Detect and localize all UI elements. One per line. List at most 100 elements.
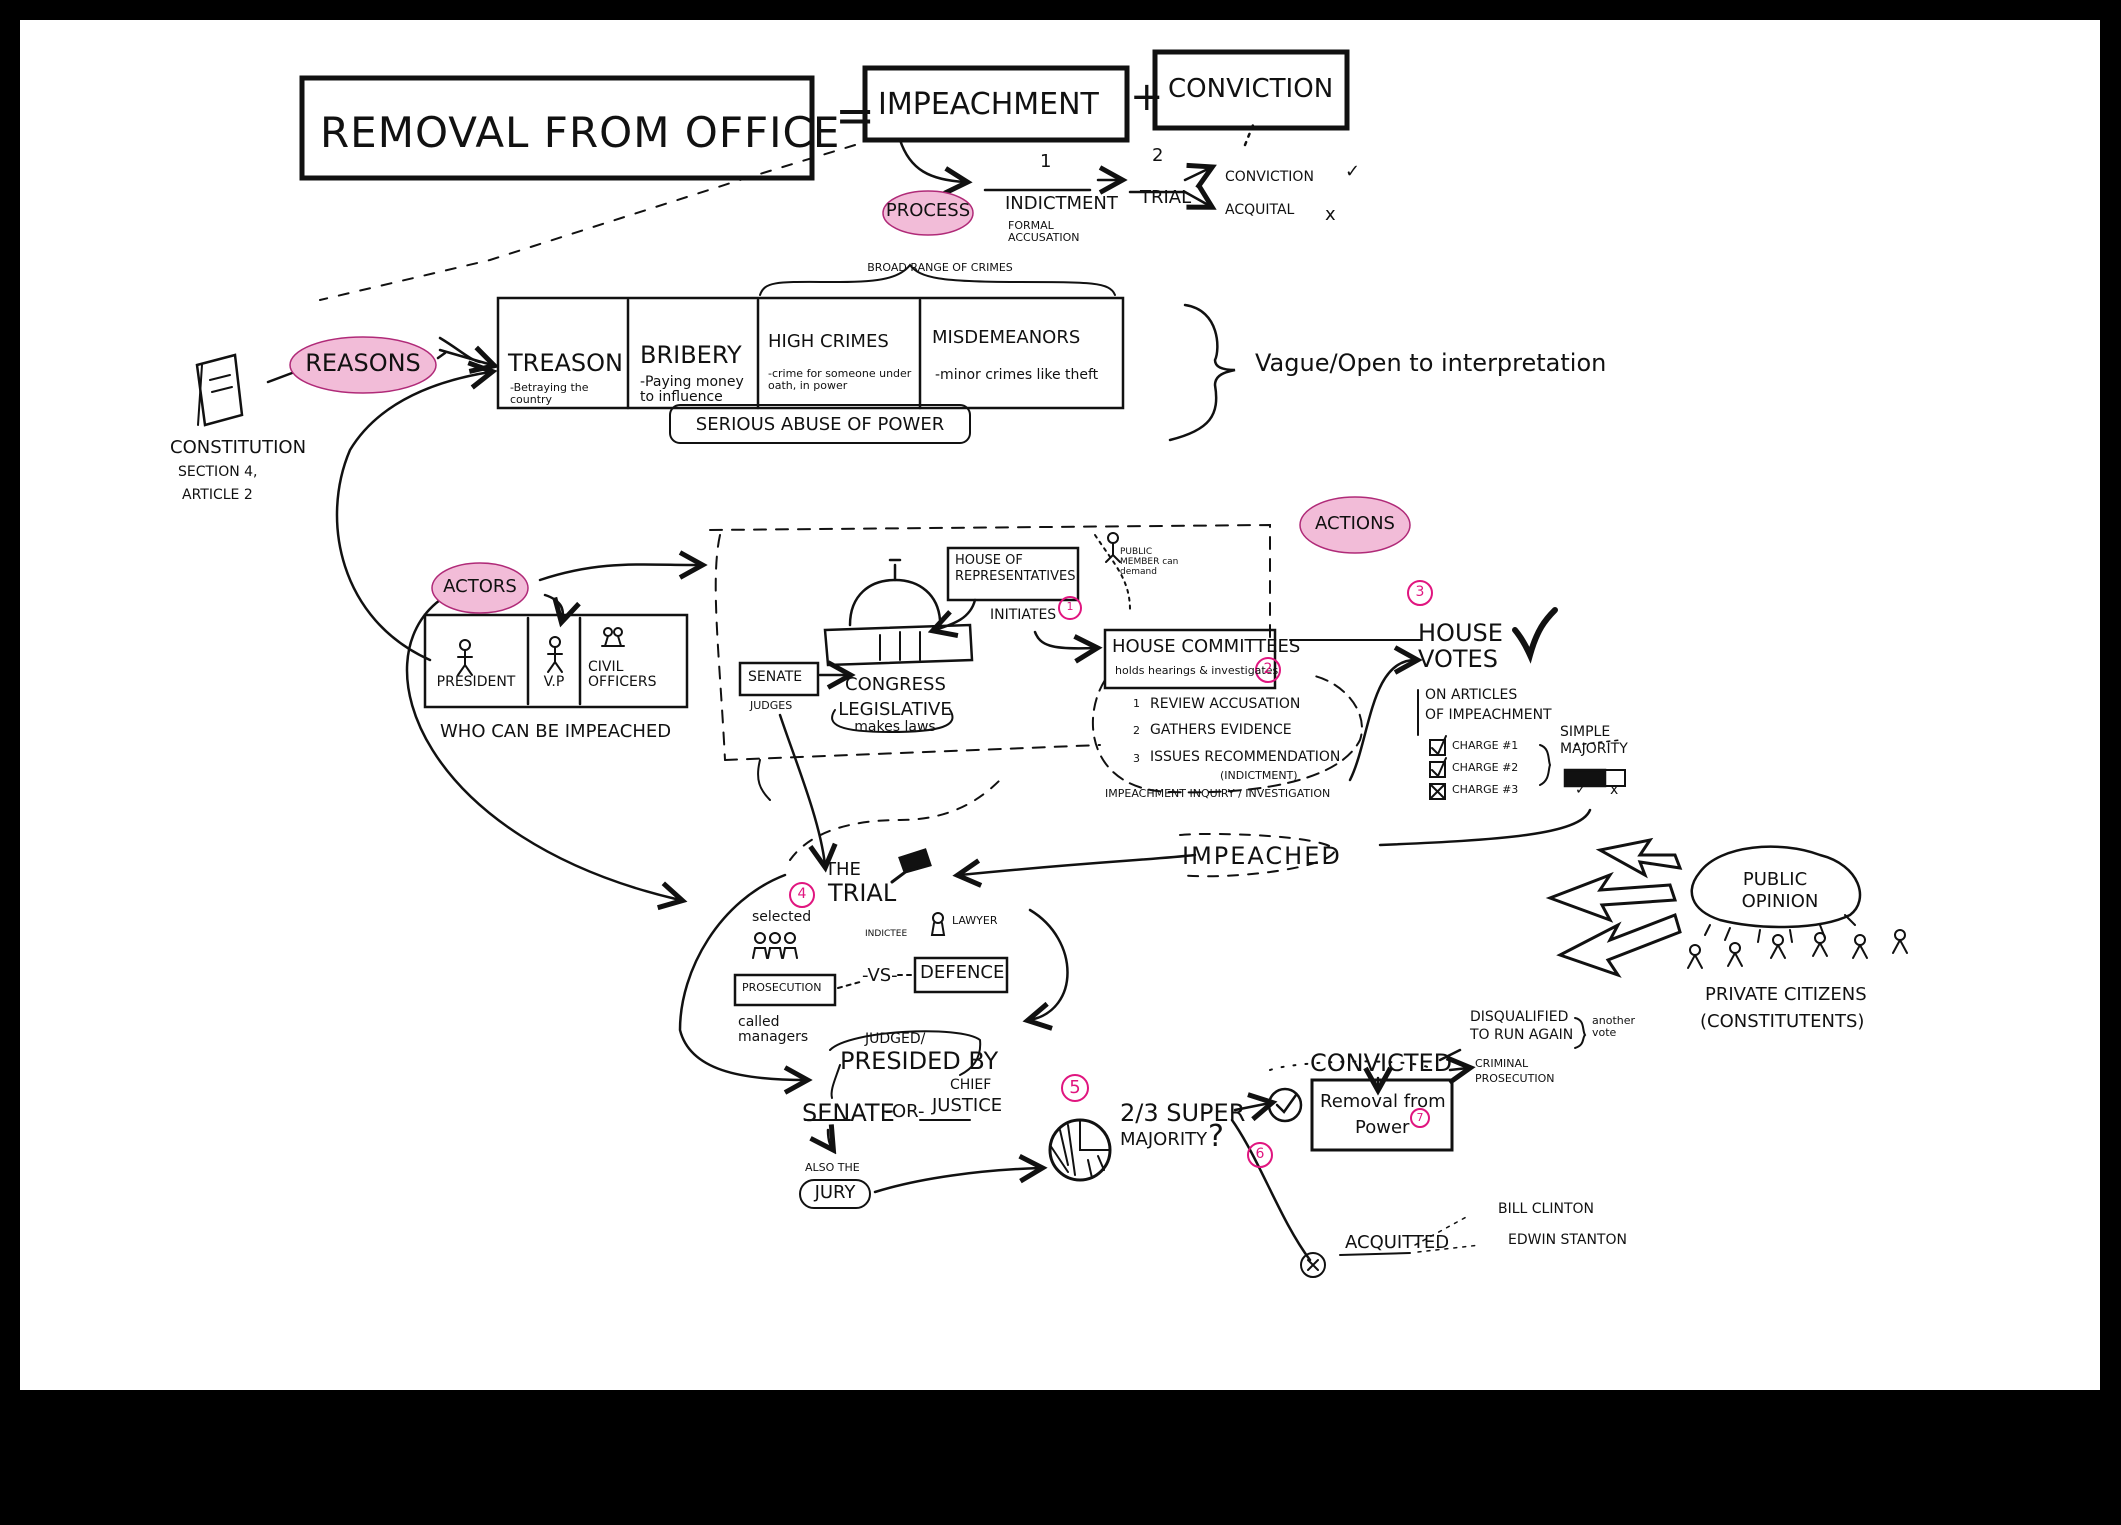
process-step1-num: 1 [1040, 151, 1052, 172]
lawyer-label: LAWYER [952, 914, 998, 927]
legislative-label: LEGISLATIVE [838, 699, 952, 720]
title-conviction: CONVICTION [1168, 74, 1334, 104]
senate-jury-label: SENATE [802, 1099, 895, 1127]
actions-num: 2 [1263, 661, 1273, 677]
super-label-1: 2/3 SUPER [1120, 1099, 1246, 1127]
justice-label: JUSTICE [932, 1095, 1003, 1116]
or-label: -OR- [885, 1101, 925, 1122]
house-box [946, 546, 1080, 602]
judged-label: JUDGED/ [865, 1031, 926, 1047]
title-removal: REMOVAL FROM OFFICE [320, 108, 841, 157]
charge-3: CHARGE #3 [1452, 783, 1519, 796]
presided-label: PRESIDED BY [840, 1047, 999, 1075]
judges-label: JUDGES [750, 699, 793, 712]
actor-civil-officers: CIVIL OFFICERS [588, 659, 657, 691]
acquitted-label: ACQUITTED [1345, 1232, 1450, 1253]
vs-label: -VS- [862, 965, 898, 986]
public-opinion-2: OPINION [1741, 891, 1819, 912]
reasons-highlight [289, 336, 437, 394]
crime-name-0: TREASON [508, 349, 623, 377]
senate-label: SENATE [748, 669, 803, 685]
votes-sub1: ON ARTICLES [1425, 687, 1518, 703]
trial-the: THE [825, 859, 861, 880]
crime-note-1: -Paying money to influence [640, 374, 744, 406]
abuse-label: SERIOUS ABUSE OF POWER [695, 414, 945, 435]
process-highlight [882, 190, 974, 236]
abuse-box [669, 404, 971, 444]
removal-power-1: Removal from [1320, 1091, 1446, 1112]
outcome-num7: 7 [1416, 1111, 1424, 1124]
crime-note-3: -minor crimes like theft [935, 367, 1099, 383]
majority-x: x [1610, 782, 1619, 798]
disq-label-1: DISQUALIFIED [1470, 1009, 1569, 1025]
house-label: HOUSE OF REPRESENTATIVES [955, 553, 1076, 585]
inquiry-label: IMPEACHMENT INQUIRY / INVESTIGATION [1105, 787, 1331, 800]
actors-label: ACTORS [443, 576, 517, 597]
actor-vp: V.P [543, 674, 565, 690]
constitution-label: CONSTITUTION [170, 437, 307, 458]
crime-note-2: -crime for someone under oath, in power [768, 367, 912, 393]
outcome-num6: 6 [1255, 1146, 1265, 1162]
initiates-label: INITIATES [990, 607, 1057, 623]
makes-laws-label: makes laws [854, 719, 936, 735]
majority-label-1: SIMPLE [1560, 724, 1611, 740]
action-step-num-2: 2 [1133, 724, 1140, 737]
actions-label: ACTIONS [1315, 513, 1395, 534]
congress-label: CONGRESS [845, 674, 946, 695]
actors-highlight [431, 562, 529, 614]
another-vote-label: another vote [1592, 1014, 1636, 1040]
trial-label: TRIAL [828, 879, 897, 907]
super-question: ? [1208, 1119, 1224, 1154]
process-indictment-note: FORMAL ACCUSATION [1008, 219, 1080, 245]
broad-range-label: BROAD RANGE OF CRIMES [867, 261, 1013, 274]
reasons-label: REASONS [305, 349, 421, 377]
disq-label-2: TO RUN AGAIN [1470, 1027, 1574, 1043]
criminal-label-2: PROSECUTION [1475, 1072, 1555, 1085]
selected-label: selected [752, 909, 812, 925]
indictee-label: INDICTEE [865, 929, 908, 939]
defence-box [913, 956, 1009, 994]
title-impeachment: IMPEACHMENT [878, 87, 1099, 122]
crime-name-1: BRIBERY [640, 341, 742, 369]
action-step-3: ISSUES RECOMMENDATION [1150, 749, 1341, 765]
title-plus: + [1130, 74, 1164, 120]
committee-label: HOUSE COMMITTEES [1112, 636, 1301, 657]
process-indictment: INDICTMENT [1005, 193, 1118, 214]
constituents-label: (CONSTITUTENTS) [1700, 1011, 1865, 1032]
jury-label: JURY [814, 1182, 856, 1203]
drawing-layer [195, 49, 1908, 1278]
committee-note: holds hearings & investigates [1115, 664, 1279, 677]
process-conviction: CONVICTION [1225, 169, 1314, 185]
votes-title: HOUSE VOTES [1418, 619, 1503, 674]
action-step-num-1: 1 [1133, 697, 1140, 710]
majority-bar-fill [1563, 768, 1607, 788]
acquitted-name-1: BILL CLINTON [1498, 1201, 1595, 1217]
public-opinion-1: PUBLIC [1742, 869, 1808, 890]
action-step-2: GATHERS EVIDENCE [1150, 722, 1292, 738]
prosecution-box [733, 973, 837, 1007]
process-label: PROCESS [885, 200, 971, 221]
removal-box [299, 75, 815, 181]
title-equals: = [835, 88, 876, 144]
majority-tick: ✓ [1575, 782, 1587, 798]
committee-box [1103, 628, 1277, 690]
private-citizens-label: PRIVATE CITIZENS [1705, 984, 1867, 1005]
actor-president: PRESIDENT [436, 674, 516, 690]
defence-label: DEFENCE [920, 962, 1005, 983]
outcome-num5: 5 [1069, 1077, 1081, 1098]
majority-label-2: MAJORITY [1560, 741, 1628, 757]
senate-box [738, 661, 820, 697]
action-step-num-3: 3 [1133, 752, 1140, 765]
actors-caption: WHO CAN BE IMPEACHED [440, 721, 672, 742]
impeached-label: IMPEACHED [1182, 842, 1342, 870]
votes-sub2: OF IMPEACHMENT [1425, 707, 1552, 723]
also-the-label: ALSO THE [805, 1161, 860, 1174]
actions-highlight [1299, 496, 1411, 554]
crime-note-0: -Betraying the country [510, 381, 589, 407]
votes-num: 3 [1415, 584, 1425, 600]
convicted-label: CONVICTED [1310, 1049, 1453, 1077]
called-managers-label: called managers [738, 1014, 809, 1046]
constitution-section: SECTION 4, [178, 464, 258, 480]
crime-name-3: MISDEMEANORS [932, 327, 1081, 348]
removal-power-2: Power [1355, 1117, 1410, 1138]
